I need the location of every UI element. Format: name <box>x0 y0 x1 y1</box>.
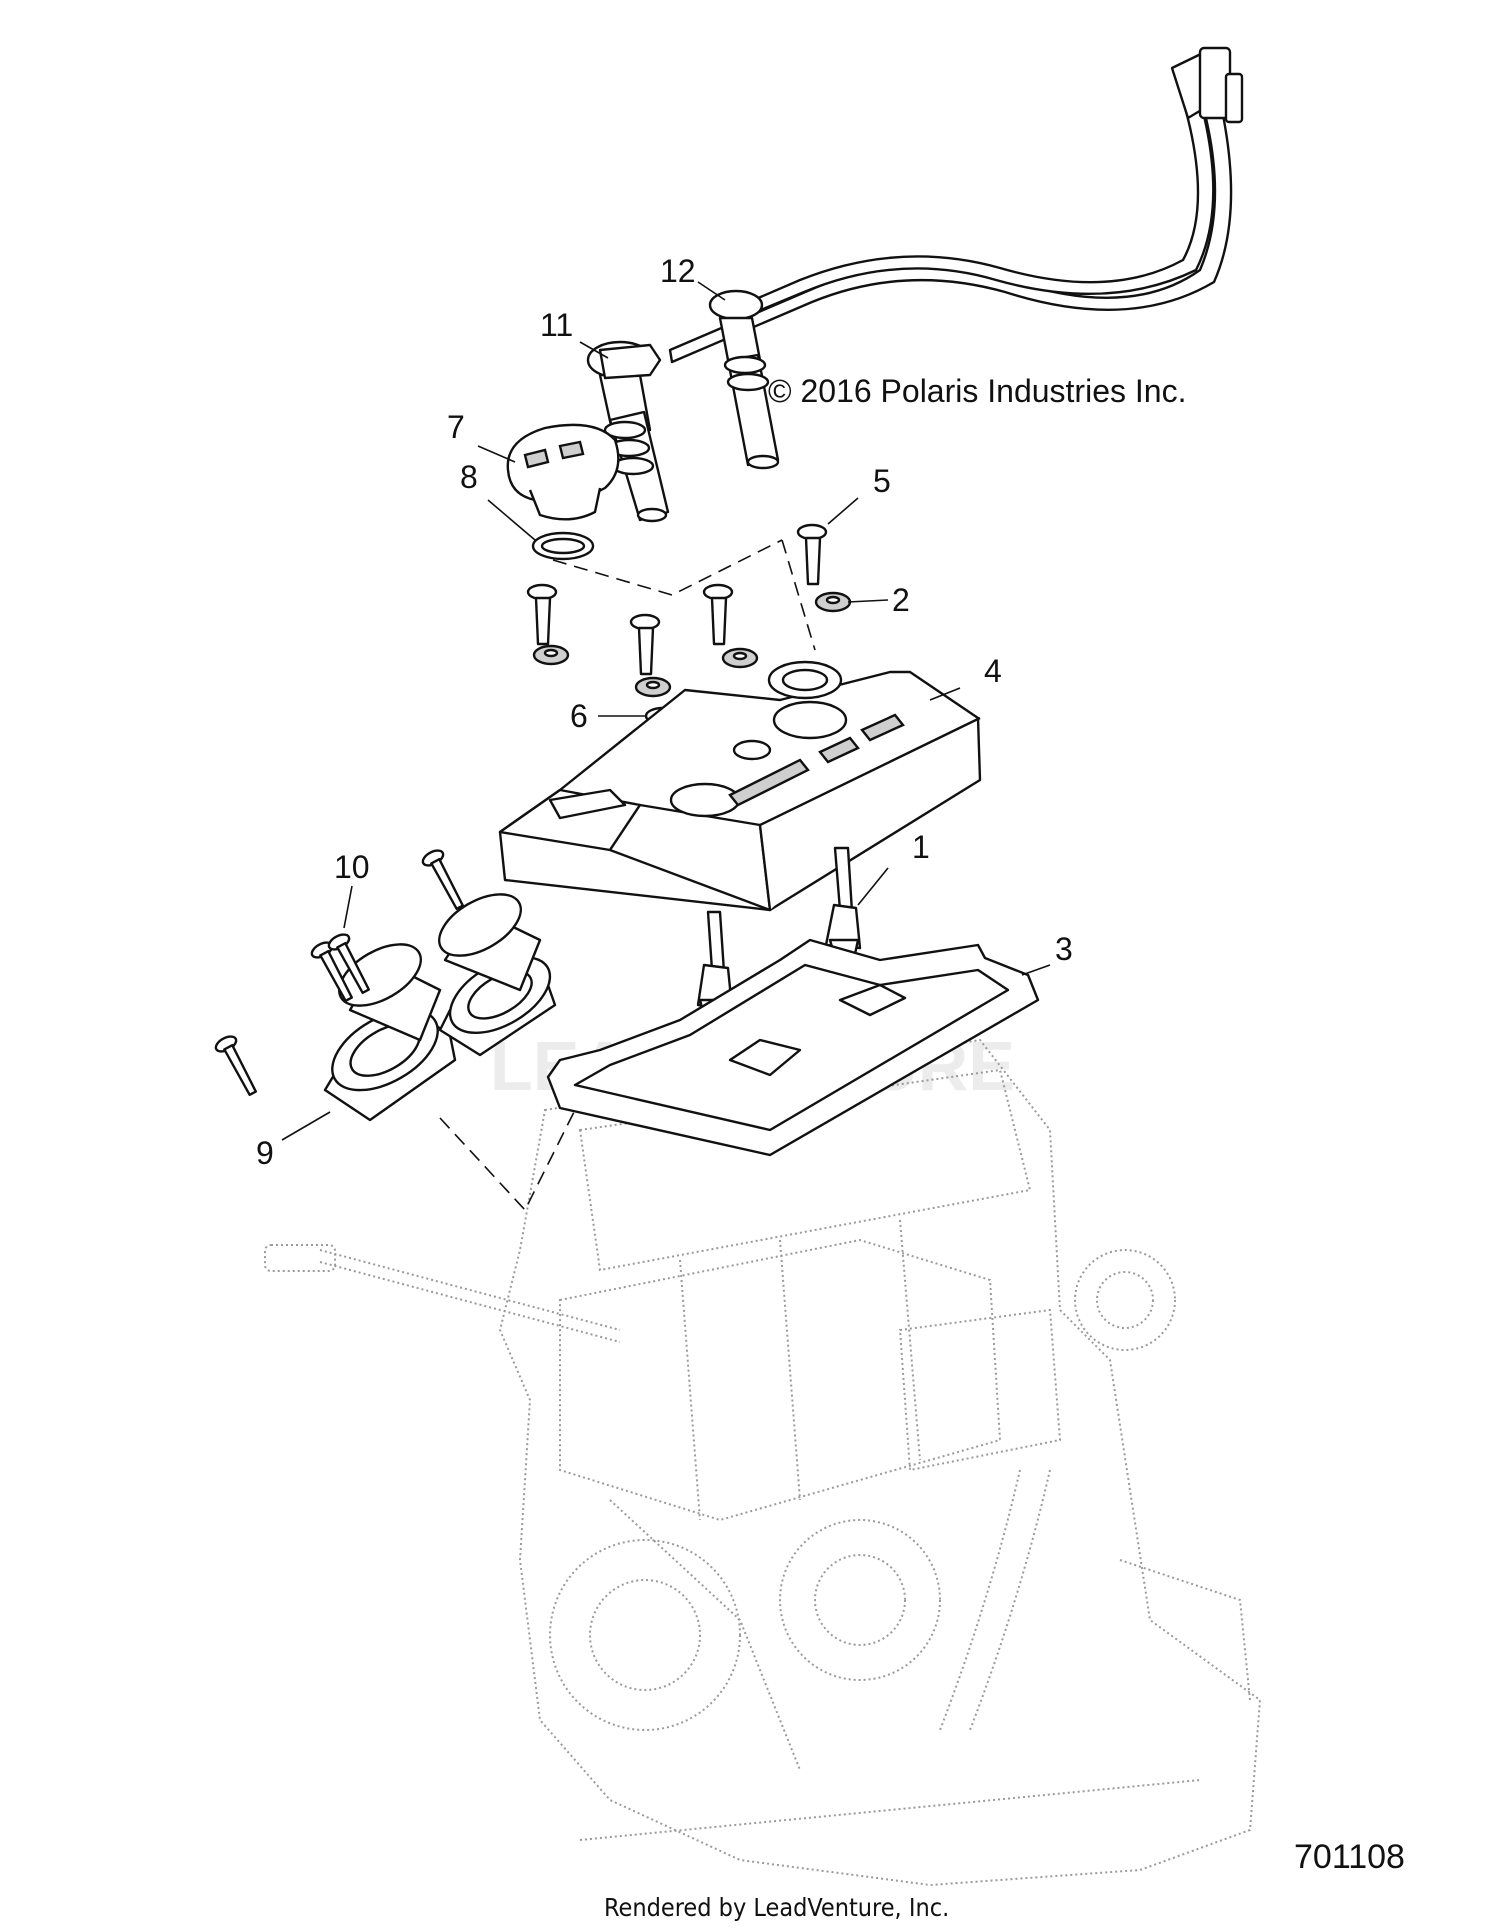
valve-cover-gasket <box>546 938 1040 1157</box>
intake-boots <box>323 893 557 1122</box>
valve-cover <box>498 660 982 912</box>
callout-5: 5 <box>873 463 891 499</box>
callout-labels: 1 2 3 4 5 6 7 8 9 10 11 12 <box>256 253 1073 1171</box>
callout-7: 7 <box>447 409 465 445</box>
ignition-coil-right <box>708 289 780 470</box>
intake-bolts <box>214 849 465 1097</box>
callout-10: 10 <box>334 849 370 885</box>
callout-11: 11 <box>540 307 573 343</box>
ignition-coil-harness <box>668 46 1244 364</box>
engine-block-ghost <box>264 1038 1262 1887</box>
assembly-lines <box>439 539 816 1212</box>
figure-number: 701108 <box>1294 1838 1405 1876</box>
valve-cover-washers <box>532 591 852 698</box>
callout-4: 4 <box>984 653 1002 689</box>
callout-2: 2 <box>892 582 910 618</box>
callout-6: 6 <box>570 698 588 734</box>
footer-credit: Rendered by LeadVenture, Inc. <box>604 1893 949 1922</box>
leader-lines <box>281 281 1051 1141</box>
callout-8: 8 <box>460 459 478 495</box>
oil-filler-cap <box>506 423 620 521</box>
callout-1: 1 <box>912 829 930 865</box>
callout-9: 9 <box>256 1135 274 1171</box>
valve-cover-bolts <box>526 523 828 676</box>
ignition-coil-left <box>586 340 670 523</box>
oil-cap-o-ring <box>531 531 595 561</box>
copyright-notice: © 2016 Polaris Industries Inc. <box>768 373 1186 409</box>
callout-12: 12 <box>660 253 696 289</box>
callout-3: 3 <box>1055 931 1073 967</box>
